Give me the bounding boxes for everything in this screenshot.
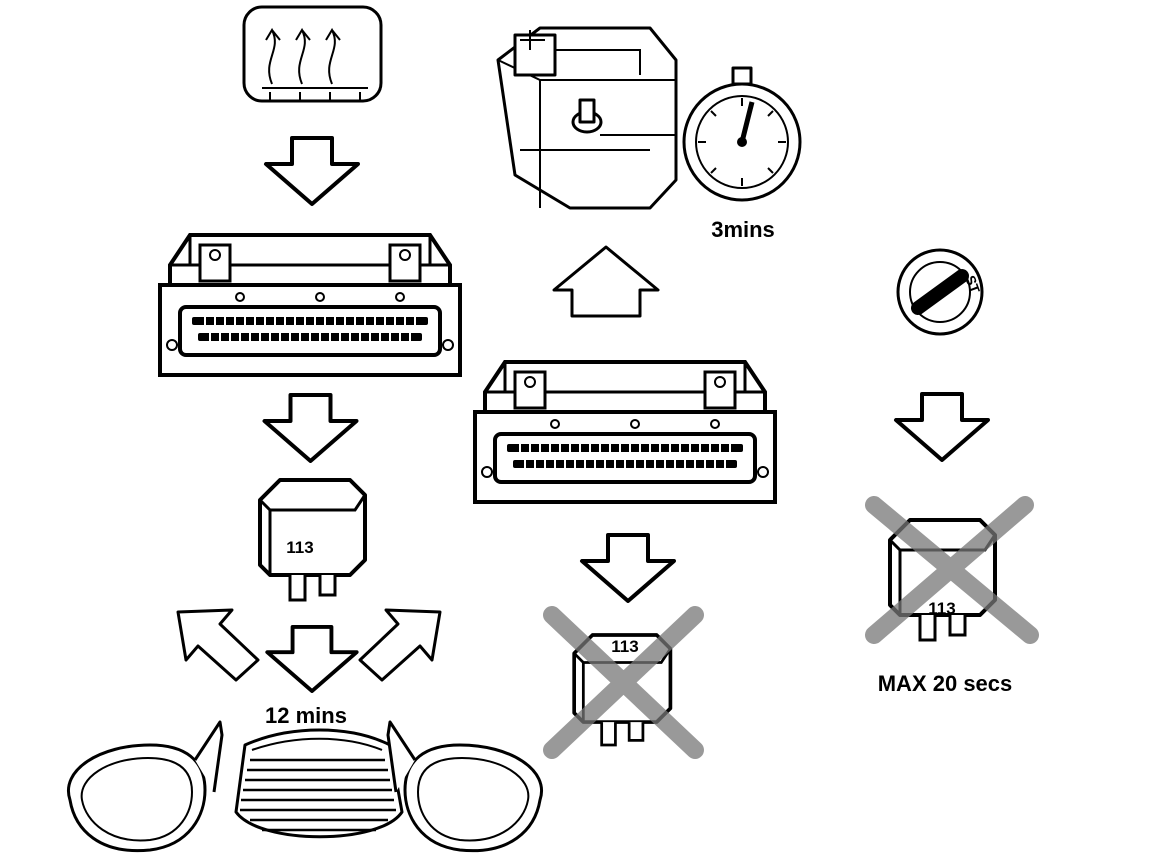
diagonal-arrow-icon [176,608,260,682]
relay-number-label: 113 [611,637,638,656]
down-arrow-icon [896,394,988,460]
heater-time-label: 12 mins [265,703,347,728]
control-unit-icon [473,360,777,504]
stopwatch-icon [682,66,802,202]
down-arrow-icon [580,533,676,603]
ignition-key-icon: ST [896,248,984,336]
output-arrows [176,608,442,693]
relay-number-label: 113 [928,599,955,618]
battery-time-label: 3mins [711,217,775,242]
timer-relay-icon: 113 [258,478,367,602]
timer-relay-icon: 113 [865,496,1039,644]
down-arrow-icon [266,138,358,204]
relay-number-label: 113 [286,538,313,557]
up-arrow-icon [552,245,660,318]
heated-rear-window-switch-icon [242,5,383,103]
door-mirror-icon [67,720,224,853]
cross-out-icon [543,606,704,759]
door-mirror-icon [386,720,543,853]
diagonal-arrow-icon [358,608,442,682]
timer-relay-icon: 113 [543,606,704,759]
control-unit-icon [158,233,462,377]
down-arrow-icon [265,395,357,461]
ignition-start-marking: ST [962,273,983,296]
battery-icon [496,26,678,210]
cross-out-icon [865,496,1039,644]
max-duration-label: MAX 20 secs [878,671,1013,696]
rear-window-icon [234,728,404,839]
down-arrow-icon [265,625,359,693]
